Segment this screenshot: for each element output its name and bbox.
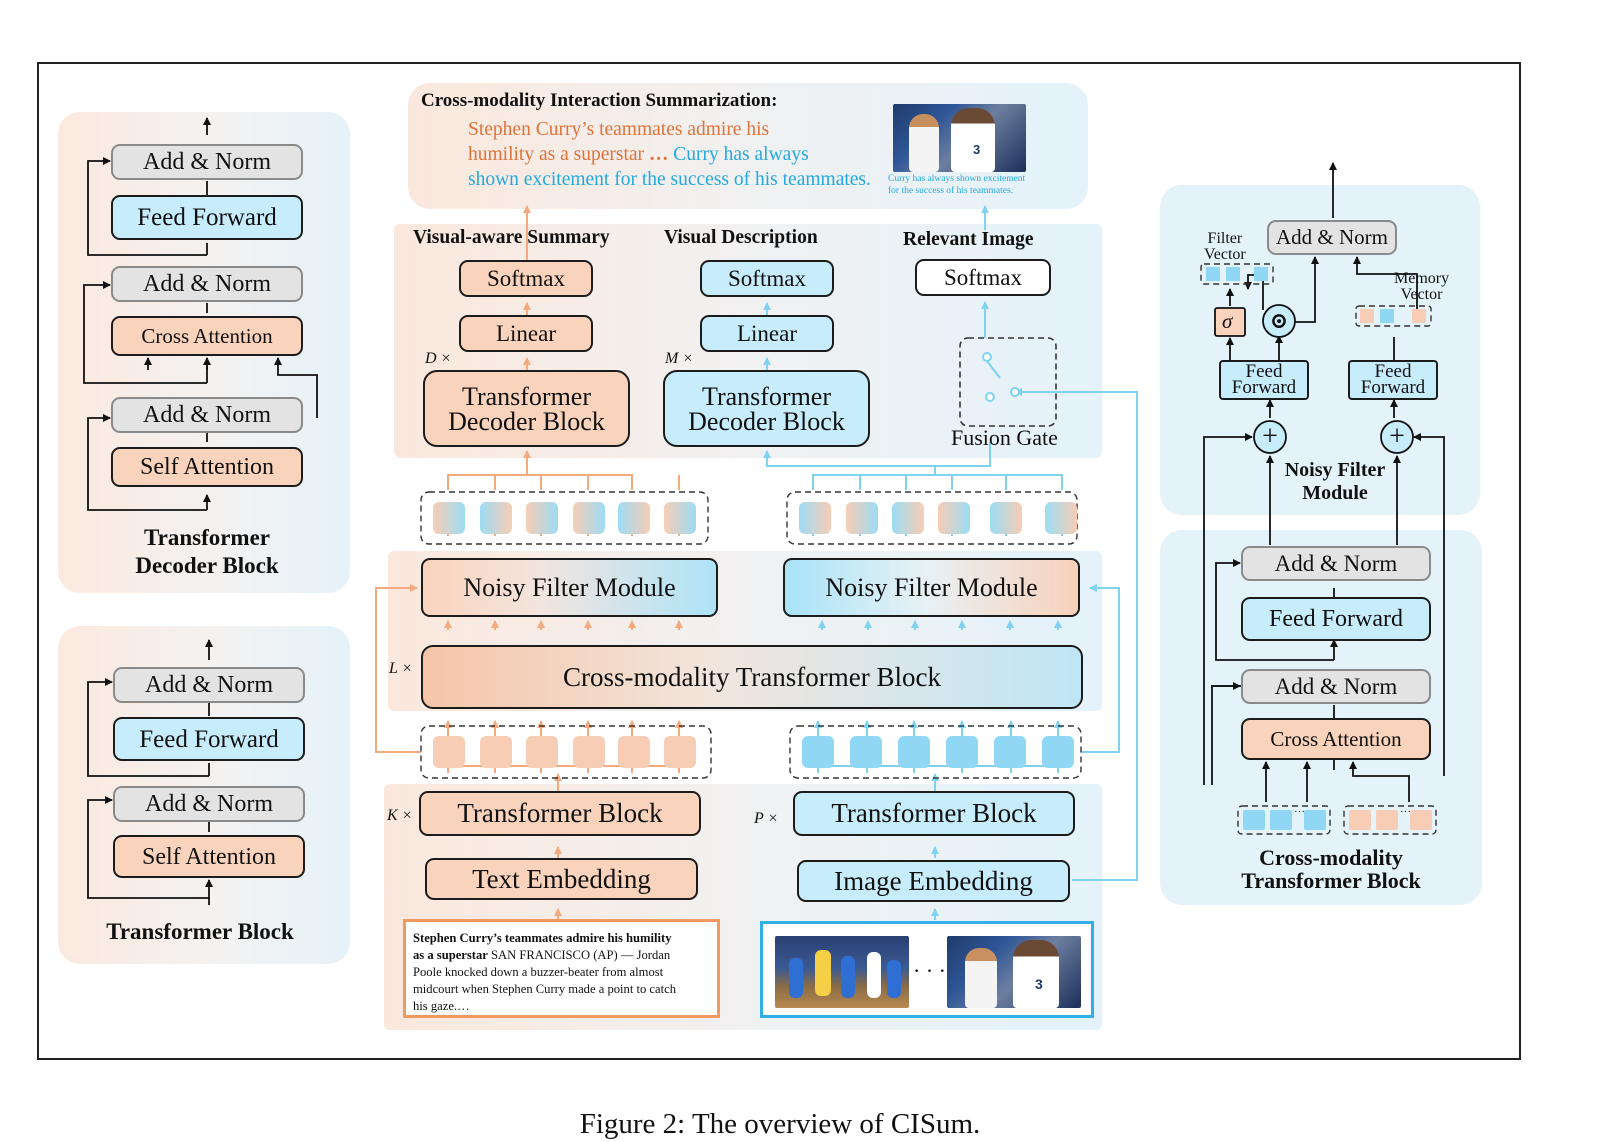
visual-summary-title: Visual-aware Summary bbox=[413, 227, 610, 248]
decoder-add-norm-mid: Add & Norm bbox=[111, 266, 303, 302]
encoder-panel-title: Transformer Block bbox=[106, 919, 294, 944]
summary-text: Stephen Curry’s teammates admire his hum… bbox=[468, 119, 871, 190]
text-transformer-repeat: K × bbox=[387, 807, 413, 824]
cmtb-add-norm-low: Add & Norm bbox=[1241, 669, 1431, 704]
news-article-input: Stephen Curry’s teammates admire his hum… bbox=[403, 919, 720, 1018]
sigma-symbol: σ bbox=[1222, 309, 1233, 333]
cmtb-add-norm-top: Add & Norm bbox=[1241, 546, 1431, 581]
visual-description-repeat: M × bbox=[665, 350, 694, 367]
visual-description-linear: Linear bbox=[700, 315, 834, 352]
text-embedding: Text Embedding bbox=[425, 858, 698, 900]
plus-right-symbol: + bbox=[1389, 421, 1405, 452]
decoder-panel-title: Transformer Decoder Block bbox=[135, 525, 279, 578]
summary-image: 3 bbox=[893, 104, 1026, 172]
text-transformer-block: Transformer Block bbox=[419, 791, 701, 836]
decoder-feed-forward: Feed Forward bbox=[111, 195, 303, 240]
image-vector-dots: ··· bbox=[1400, 806, 1411, 818]
text-vector-dots: ··· bbox=[1294, 806, 1305, 818]
summary-heading: Cross-modality Interaction Summarization… bbox=[421, 90, 778, 111]
figure-frame bbox=[37, 62, 1521, 1060]
decoder-self-attention: Self Attention bbox=[111, 447, 303, 487]
hadamard-symbol: ⊙ bbox=[1269, 308, 1289, 333]
noisy-filter-left: Noisy Filter Module bbox=[421, 558, 718, 617]
visual-summary-softmax: Softmax bbox=[459, 260, 593, 297]
noisy-filter-right: Noisy Filter Module bbox=[783, 558, 1080, 617]
cmtb-detail-panel bbox=[1160, 530, 1482, 905]
encoder-feed-forward: Feed Forward bbox=[113, 717, 305, 761]
cmtb-cross-attention: Cross Attention bbox=[1241, 718, 1431, 760]
input-image-2: 3 bbox=[947, 936, 1081, 1008]
plus-left-symbol: + bbox=[1262, 421, 1278, 452]
visual-summary-repeat: D × bbox=[425, 350, 452, 367]
visual-summary-linear: Linear bbox=[459, 315, 593, 352]
decoder-add-norm-low: Add & Norm bbox=[111, 397, 303, 433]
image-ellipsis: · · · bbox=[913, 958, 946, 983]
figure-caption: Figure 2: The overview of CISum. bbox=[579, 1108, 981, 1140]
visual-description-softmax: Softmax bbox=[700, 260, 834, 297]
visual-description-title: Visual Description bbox=[664, 227, 818, 248]
image-transformer-block: Transformer Block bbox=[793, 791, 1075, 836]
nfm-add-norm: Add & Norm bbox=[1267, 220, 1397, 255]
encoder-self-attention: Self Attention bbox=[113, 835, 305, 878]
relevant-image-title: Relevant Image bbox=[903, 229, 1034, 250]
input-image-1 bbox=[775, 936, 909, 1008]
cross-block-repeat: L × bbox=[389, 660, 413, 677]
decoder-add-norm-top: Add & Norm bbox=[111, 144, 303, 180]
relevant-image-softmax: Softmax bbox=[915, 259, 1051, 296]
cross-modality-transformer-block: Cross-modality Transformer Block bbox=[421, 645, 1083, 709]
summary-image-caption: Curry has always shown excitement for th… bbox=[888, 174, 1026, 196]
encoder-add-norm-low: Add & Norm bbox=[113, 786, 305, 822]
cmtb-feed-forward: Feed Forward bbox=[1241, 597, 1431, 641]
image-transformer-repeat: P × bbox=[754, 810, 779, 827]
encoder-add-norm-top: Add & Norm bbox=[113, 667, 305, 703]
image-set-input: · · · 3 bbox=[760, 921, 1094, 1018]
fusion-gate-label: Fusion Gate bbox=[951, 425, 1058, 450]
image-embedding: Image Embedding bbox=[797, 860, 1070, 902]
decoder-cross-attention: Cross Attention bbox=[111, 316, 303, 356]
